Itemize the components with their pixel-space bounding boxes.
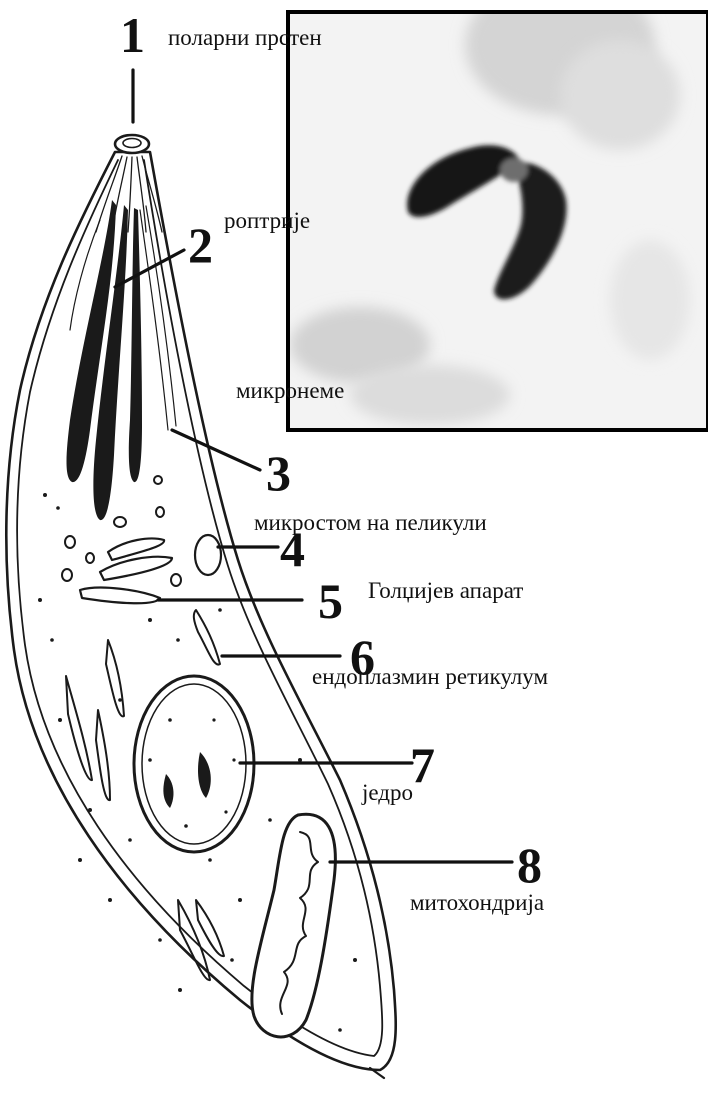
marker-3-number: 3 [266, 445, 291, 501]
label-rhoptries: роптрије [224, 208, 310, 233]
micrograph-inset [288, 0, 708, 430]
mitochondrion [252, 814, 336, 1037]
label-golgi: Голџијев апарат [368, 578, 523, 603]
nucleus [134, 676, 254, 852]
label-micronemes: микронеме [236, 378, 344, 403]
micropore [195, 535, 221, 575]
marker-7-number: 7 [410, 737, 435, 793]
polar-ring [115, 135, 149, 153]
golgi-apparatus [80, 539, 172, 604]
label-nucleus: једро [361, 780, 413, 805]
leader-3 [172, 430, 260, 470]
marker-5-number: 5 [318, 573, 343, 629]
label-er: ендоплазмин ретикулум [312, 664, 548, 689]
marker-1-number: 1 [120, 7, 145, 63]
dense-granules [62, 476, 181, 586]
marker-8-number: 8 [517, 837, 542, 893]
label-micropore: микростом на пеликули [254, 510, 487, 535]
marker-2-number: 2 [188, 217, 213, 273]
label-mitochondrion: митохондрија [410, 890, 544, 915]
label-polar-ring: поларни прстен [168, 25, 322, 50]
